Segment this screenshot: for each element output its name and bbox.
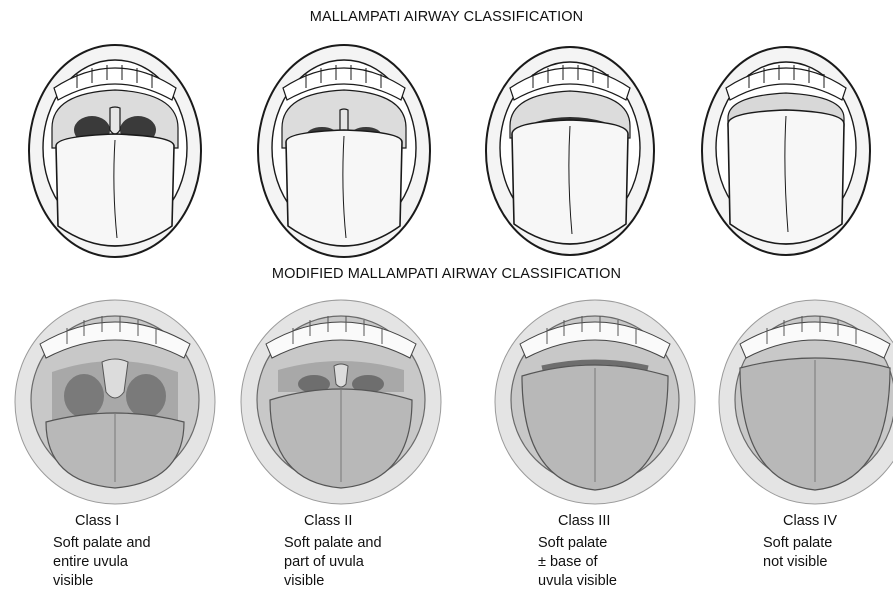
mallampati-class-1-illustration	[22, 38, 208, 264]
class-1-label: Class I	[75, 512, 253, 531]
modified-class-2-illustration	[238, 292, 444, 508]
class-2-label: Class II	[304, 512, 484, 531]
class-4-label: Class IV	[783, 512, 893, 531]
class-3-caption: Class III Soft palate ± base of uvula vi…	[538, 512, 738, 591]
class-2-caption: Class II Soft palate and part of uvula v…	[284, 512, 484, 591]
class-3-label: Class III	[558, 512, 738, 531]
modified-class-3-illustration	[492, 292, 698, 508]
class-4-description: Soft palate not visible	[763, 534, 893, 572]
mallampati-class-3-illustration	[480, 38, 660, 264]
class-3-description: Soft palate ± base of uvula visible	[538, 534, 738, 591]
class-4-caption: Class IV Soft palate not visible	[763, 512, 893, 572]
mallampati-class-2-illustration	[252, 38, 436, 264]
modified-mallampati-heading: MODIFIED MALLAMPATI AIRWAY CLASSIFICATIO…	[0, 266, 893, 282]
mallampati-heading: MALLAMPATI AIRWAY CLASSIFICATION	[0, 9, 893, 25]
class-2-description: Soft palate and part of uvula visible	[284, 534, 484, 591]
mallampati-class-4-illustration	[696, 38, 876, 264]
class-1-caption: Class I Soft palate and entire uvula vis…	[53, 512, 253, 591]
modified-class-4-illustration	[718, 292, 893, 508]
class-1-description: Soft palate and entire uvula visible	[53, 534, 253, 591]
modified-class-1-illustration	[12, 292, 218, 508]
